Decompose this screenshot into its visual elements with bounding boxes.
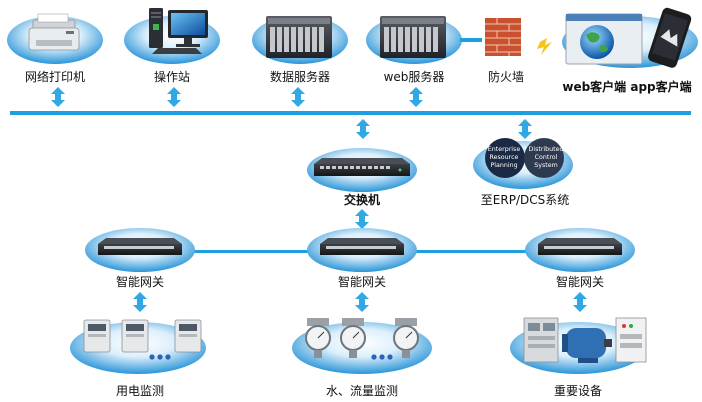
erp-line: Resource: [490, 154, 519, 161]
device-arrows: [133, 292, 587, 312]
double-arrow-icon: [167, 87, 181, 107]
double-arrow-icon: [518, 119, 532, 139]
printer-icon: [28, 13, 80, 51]
double-arrow-icon: [573, 292, 587, 312]
main-bus: [10, 111, 691, 115]
top-node-workstation: 操作站: [124, 8, 220, 84]
lightning-icon: [537, 38, 552, 55]
gateway-label: 智能网关: [116, 274, 164, 289]
device-important-equipment: 重要设备: [510, 317, 647, 398]
gateway-center: 智能网关: [307, 228, 417, 289]
double-arrow-icon: [409, 87, 423, 107]
gateway-icon: [98, 238, 182, 255]
node-label: 防火墙: [488, 69, 524, 84]
device-label: 重要设备: [554, 384, 602, 398]
device-label: 用电监测: [116, 384, 164, 398]
dcs-line: Distributed: [528, 146, 563, 153]
double-arrow-icon: [51, 87, 65, 107]
top-node-web-server: web服务器: [366, 16, 462, 84]
device-label: 水、流量监测: [326, 384, 398, 398]
switch-icon: [314, 158, 410, 176]
dcs-line: System: [534, 162, 557, 169]
erp-line: Planning: [490, 162, 517, 169]
core-switch: 交换机: [307, 148, 417, 207]
erp-label: 至ERP/DCS系统: [481, 193, 569, 207]
double-arrow-icon: [355, 292, 369, 312]
dcs-line: Control: [535, 154, 558, 161]
gateway-right: 智能网关: [525, 228, 635, 289]
node-label: 网络打印机: [25, 69, 85, 84]
server-firewall-link: [460, 38, 482, 42]
server-icon: [380, 16, 446, 58]
node-label: 数据服务器: [270, 69, 330, 84]
gateway-label: 智能网关: [556, 274, 604, 289]
server-icon: [266, 16, 332, 58]
top-node-clients: web客户端 app客户端: [562, 7, 698, 94]
clients-icon: [565, 7, 692, 68]
double-arrow-icon: [291, 87, 305, 107]
top-arrows: [51, 87, 423, 107]
gateway-icon: [538, 238, 622, 255]
device-power-monitoring: 用电监测: [70, 319, 206, 398]
erp-dcs-node: Enterprise Resource Planning Distributed…: [473, 138, 573, 207]
top-node-data-server: 数据服务器: [252, 16, 348, 84]
gateway-label: 智能网关: [338, 274, 386, 289]
workstation-icon: [149, 8, 208, 54]
top-node-firewall: 防火墙: [485, 18, 524, 84]
double-arrow-icon: [133, 292, 147, 312]
device-flow-monitoring: 水、流量监测: [292, 318, 432, 398]
node-label: 操作站: [154, 69, 190, 84]
power-meter-icon: [83, 319, 202, 360]
top-node-printer: 网络打印机: [7, 13, 103, 84]
double-arrow-icon: [356, 119, 370, 139]
flow-meter-icon: [305, 318, 419, 360]
gateway-icon: [320, 238, 404, 255]
erp-dcs-icon: Enterprise Resource Planning Distributed…: [485, 138, 564, 178]
gateway-left: 智能网关: [85, 228, 195, 289]
node-label: web客户端 app客户端: [562, 79, 691, 94]
equipment-icon: [523, 317, 647, 363]
switch-label: 交换机: [344, 192, 380, 207]
bus-arrows: [356, 119, 532, 139]
erp-line: Enterprise: [488, 146, 521, 153]
firewall-icon: [485, 18, 521, 56]
node-label: web服务器: [384, 69, 445, 84]
double-arrow-icon: [355, 209, 369, 229]
